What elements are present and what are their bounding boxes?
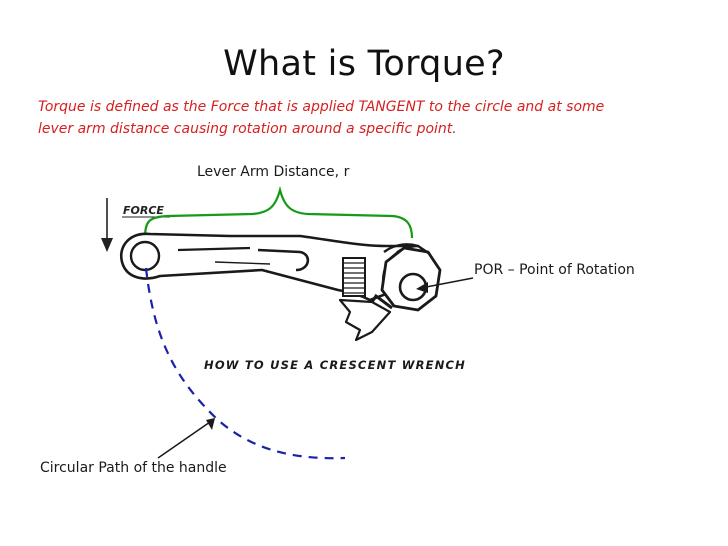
lever-arm-label: Lever Arm Distance, r — [197, 164, 350, 180]
definition-line-1: Torque is defined as the Force that is a… — [38, 99, 605, 115]
force-label: FORCE — [123, 204, 164, 217]
slide-title: What is Torque? — [223, 44, 505, 84]
wrench-drawing — [119, 232, 442, 342]
lever-arm-bracket — [143, 185, 414, 239]
force-arrow — [101, 198, 113, 252]
por-arrow — [416, 277, 474, 293]
torque-definition: Torque is defined as the Force that is a… — [38, 96, 698, 140]
wrench-caption: HOW TO USE A CRESCENT WRENCH — [204, 358, 466, 372]
definition-line-2: lever arm distance causing rotation arou… — [38, 121, 457, 137]
circular-path-label: Circular Path of the handle — [40, 460, 227, 476]
circular-path — [144, 267, 346, 460]
path-arrow — [157, 418, 215, 459]
por-label: POR – Point of Rotation — [474, 262, 635, 278]
